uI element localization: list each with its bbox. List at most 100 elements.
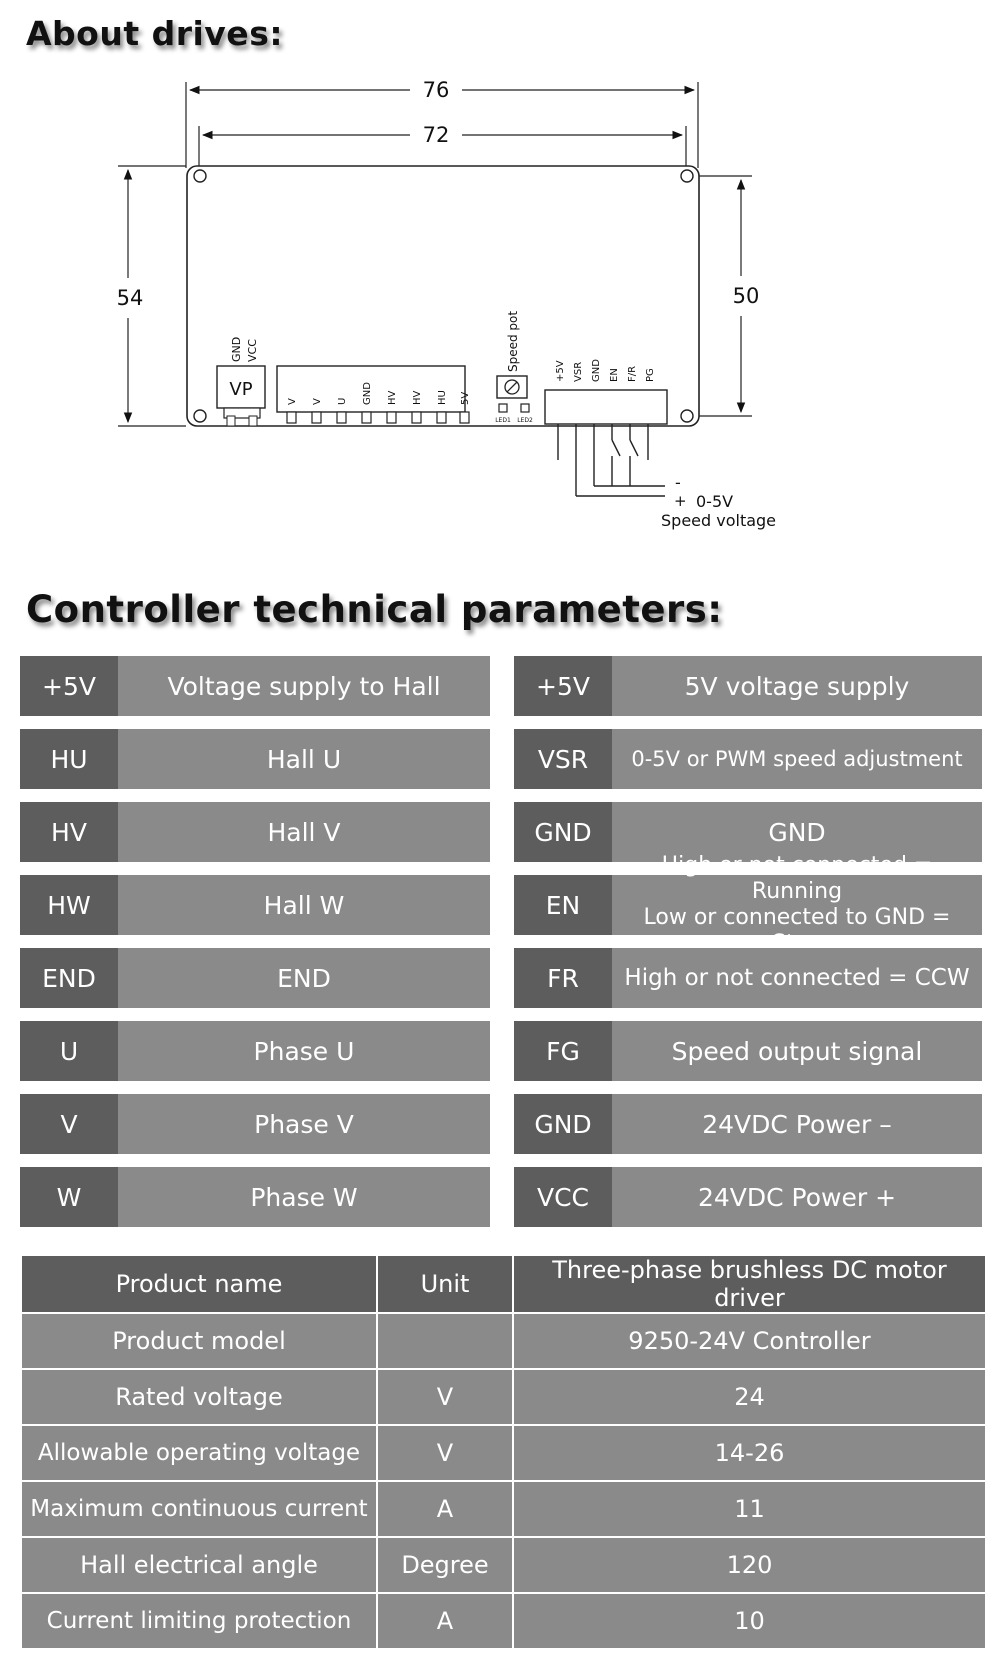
pin-key: W bbox=[20, 1167, 118, 1227]
pin-row: HV Hall V bbox=[20, 802, 490, 862]
pin-description: Phase W bbox=[118, 1167, 490, 1227]
spec-cell-unit: Degree bbox=[376, 1536, 514, 1594]
led-label: LED2 bbox=[517, 417, 533, 424]
spec-cell-unit: A bbox=[376, 1592, 514, 1650]
pin-row: EN High or not connected = Running Low o… bbox=[514, 853, 982, 956]
pin-description-line: High or not connected = Running bbox=[661, 853, 933, 904]
spec-cell-unit: A bbox=[376, 1480, 514, 1538]
spec-table-row: Maximum continuous current A 11 bbox=[20, 1480, 987, 1538]
spec-cell-value: 14-26 bbox=[512, 1424, 987, 1482]
pin-row: U Phase U bbox=[20, 1021, 490, 1081]
pin-key: GND bbox=[514, 802, 612, 862]
motor-pin-label: HU bbox=[437, 390, 448, 405]
led-label: LED1 bbox=[495, 417, 511, 424]
motor-pin-label: V bbox=[312, 398, 323, 405]
spec-table-row: Rated voltage V 24 bbox=[20, 1368, 987, 1426]
motor-pin-label: V bbox=[287, 398, 298, 405]
pin-description: High or not connected = CCW bbox=[612, 948, 982, 1008]
motor-pin-label: HV bbox=[387, 390, 398, 405]
section-title-parameters: Controller technical parameters: bbox=[26, 588, 723, 631]
pin-key: HV bbox=[20, 802, 118, 862]
signal-connector bbox=[544, 389, 668, 425]
pin-row: GND GND bbox=[514, 802, 982, 862]
signal-pin-label: VSR bbox=[573, 362, 584, 382]
spec-header-cell: Three-phase brushless DC motor driver bbox=[512, 1254, 987, 1314]
spec-cell-name: Allowable operating voltage bbox=[20, 1424, 378, 1482]
pin-description: Hall W bbox=[118, 875, 490, 935]
pin-description: Phase V bbox=[118, 1094, 490, 1154]
dim-outer-width: 76 bbox=[423, 78, 450, 102]
spec-header-cell: Unit bbox=[376, 1254, 514, 1314]
spec-table: Product name Unit Three-phase brushless … bbox=[20, 1254, 987, 1650]
pin-description: 24VDC Power + bbox=[612, 1167, 982, 1227]
signal-pin-label: GND bbox=[591, 359, 602, 382]
pin-description: Phase U bbox=[118, 1021, 490, 1081]
pin-key: END bbox=[20, 948, 118, 1008]
power-pin-label-gnd: GND bbox=[230, 337, 243, 362]
spec-cell-value: 9250-24V Controller bbox=[512, 1312, 987, 1370]
spec-cell-name: Current limiting protection bbox=[20, 1592, 378, 1650]
pin-key: +5V bbox=[514, 656, 612, 716]
pin-row: FG Speed output signal bbox=[514, 1021, 982, 1081]
pin-description: High or not connected = Running Low or c… bbox=[612, 853, 982, 956]
wiring-plus: + bbox=[674, 492, 687, 510]
section-title-drives: About drives: bbox=[26, 14, 284, 53]
pin-row: V Phase V bbox=[20, 1094, 490, 1154]
spec-table-row: Allowable operating voltage V 14-26 bbox=[20, 1424, 987, 1482]
wiring-caption: Speed voltage bbox=[661, 511, 776, 530]
motor-pin-label: GND bbox=[362, 382, 373, 405]
mounting-holes bbox=[193, 169, 694, 423]
pin-description: Speed output signal bbox=[612, 1021, 982, 1081]
pin-description: GND bbox=[612, 802, 982, 862]
power-pin-label-vcc: VCC bbox=[246, 339, 259, 362]
dim-outer-height: 54 bbox=[117, 286, 144, 310]
motor-connector bbox=[276, 365, 470, 424]
pin-key: FG bbox=[514, 1021, 612, 1081]
signal-pin-label: F/R bbox=[627, 366, 638, 382]
pin-row: +5V 5V voltage supply bbox=[514, 656, 982, 716]
signal-pin-label: PG bbox=[645, 368, 656, 382]
pin-description: 5V voltage supply bbox=[612, 656, 982, 716]
pin-key: V bbox=[20, 1094, 118, 1154]
pin-row: W Phase W bbox=[20, 1167, 490, 1227]
pin-row: HU Hall U bbox=[20, 729, 490, 789]
pin-description-line: Low or connected to GND = Stop bbox=[643, 905, 951, 956]
speed-pot-label: Speed pot bbox=[506, 311, 520, 372]
pin-key: GND bbox=[514, 1094, 612, 1154]
spec-table-row: Current limiting protection A 10 bbox=[20, 1592, 987, 1650]
pin-key: VSR bbox=[514, 729, 612, 789]
pin-description: 24VDC Power – bbox=[612, 1094, 982, 1154]
spec-cell-value: 24 bbox=[512, 1368, 987, 1426]
pin-row: VSR 0-5V or PWM speed adjustment bbox=[514, 729, 982, 789]
speed-wiring bbox=[557, 424, 665, 497]
spec-header-cell: Product name bbox=[20, 1254, 378, 1314]
pin-row: VCC 24VDC Power + bbox=[514, 1167, 982, 1227]
spec-cell-unit: V bbox=[376, 1368, 514, 1426]
spec-cell-value: 10 bbox=[512, 1592, 987, 1650]
signal-pin-label: +5V bbox=[555, 360, 566, 382]
signal-pin-label: EN bbox=[609, 368, 620, 382]
pin-row: FR High or not connected = CCW bbox=[514, 948, 982, 1008]
pin-description: Hall V bbox=[118, 802, 490, 862]
pin-description: END bbox=[118, 948, 490, 1008]
dim-inner-height: 50 bbox=[733, 284, 760, 308]
spec-cell-name: Hall electrical angle bbox=[20, 1536, 378, 1594]
spec-table-header: Product name Unit Three-phase brushless … bbox=[20, 1254, 987, 1314]
led-indicators bbox=[498, 403, 530, 413]
pin-description: Hall U bbox=[118, 729, 490, 789]
board-outline bbox=[186, 165, 700, 427]
pin-key: HW bbox=[20, 875, 118, 935]
pin-row: END END bbox=[20, 948, 490, 1008]
wiring-voltage-range: 0-5V bbox=[696, 492, 733, 511]
speed-pot bbox=[496, 375, 528, 399]
dimension-lines bbox=[118, 82, 752, 427]
power-connector-label: VP bbox=[229, 379, 252, 400]
spec-cell-unit: V bbox=[376, 1424, 514, 1482]
spec-table-row: Hall electrical angle Degree 120 bbox=[20, 1536, 987, 1594]
pin-row: GND 24VDC Power – bbox=[514, 1094, 982, 1154]
pin-key: FR bbox=[514, 948, 612, 1008]
pin-key: HU bbox=[20, 729, 118, 789]
pin-key: U bbox=[20, 1021, 118, 1081]
pin-row: +5V Voltage supply to Hall bbox=[20, 656, 490, 716]
spec-table-row: Product model 9250-24V Controller bbox=[20, 1312, 987, 1370]
